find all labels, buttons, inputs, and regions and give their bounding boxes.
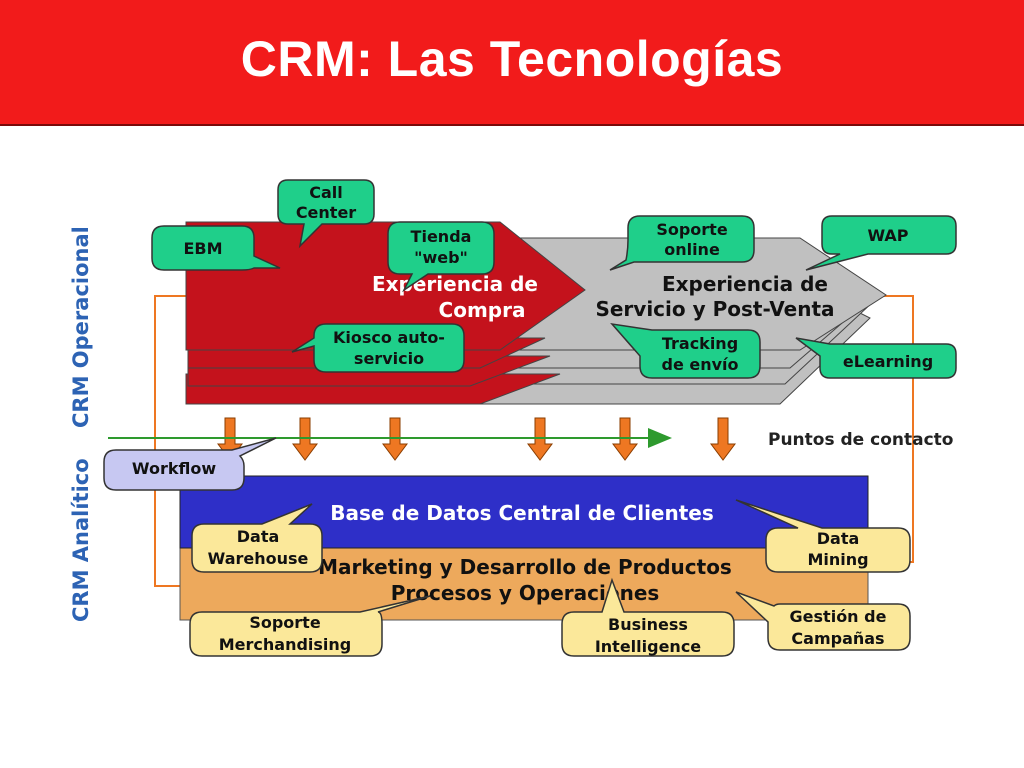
tracking-line2: de envío [661,355,738,374]
ebm-label: EBM [183,239,222,258]
business-intel-line1: Business [608,615,688,634]
callout-call-center: Call Center [277,179,375,249]
service-label-line1: Experiencia de [662,272,828,296]
callout-ebm: EBM [151,225,281,271]
title-bar: CRM: Las Tecnologías [0,0,1024,126]
purchase-label-line2: Compra [439,298,526,322]
wap-label: WAP [867,226,908,245]
data-warehouse-line2: Warehouse [208,549,309,568]
slide-title: CRM: Las Tecnologías [240,31,784,87]
gestion-campanas-line1: Gestión de [790,607,887,626]
callout-elearning: eLearning [795,337,957,379]
callout-soporte-merch: Soporte Merchandising [189,595,431,657]
soporte-merch-line2: Merchandising [219,635,352,654]
callout-gestion-campanas: Gestión de Campañas [735,591,911,651]
data-warehouse-line1: Data [237,527,280,546]
call-center-line1: Call [309,183,343,202]
elearning-label: eLearning [843,352,933,371]
callout-data-mining: Data Mining [735,499,911,573]
database-label: Base de Datos Central de Clientes [330,501,714,525]
soporte-online-line1: Soporte [656,220,728,239]
tienda-web-line1: Tienda [411,227,472,246]
down-arrow [710,417,736,461]
workflow-label: Workflow [132,459,216,478]
purchase-label-line1: Experiencia de [372,272,538,296]
kiosco-line1: Kiosco auto- [333,328,445,347]
soporte-online-line2: online [664,240,720,259]
data-mining-line2: Mining [807,550,868,569]
callout-workflow: Workflow [103,437,277,491]
crm-analitico-label: CRM Analítico [69,458,93,622]
soporte-merch-line1: Soporte [249,613,321,632]
business-intel-line2: Intelligence [595,637,701,656]
tienda-web-line2: "web" [414,248,468,267]
kiosco-line2: servicio [354,349,424,368]
callout-business-intel: Business Intelligence [561,577,735,657]
callout-kiosco: Kiosco auto- servicio [291,323,465,373]
callout-soporte-online: Soporte online [609,215,755,271]
call-center-line2: Center [296,203,356,222]
data-mining-line1: Data [817,529,860,548]
callout-wap: WAP [805,215,957,271]
right-feedback-line [868,295,914,563]
callout-data-warehouse: Data Warehouse [191,503,323,573]
callout-tienda-web: Tienda "web" [387,221,495,293]
contact-points-label: Puntos de contacto [768,430,953,450]
crm-operacional-label: CRM Operacional [69,226,93,428]
marketing-line1: Marketing y Desarrollo de Productos [318,555,732,579]
service-label-line2: Servicio y Post-Venta [595,297,834,321]
tracking-line1: Tracking [662,334,738,353]
gestion-campanas-line2: Campañas [791,629,884,648]
callout-tracking: Tracking de envío [610,322,761,379]
